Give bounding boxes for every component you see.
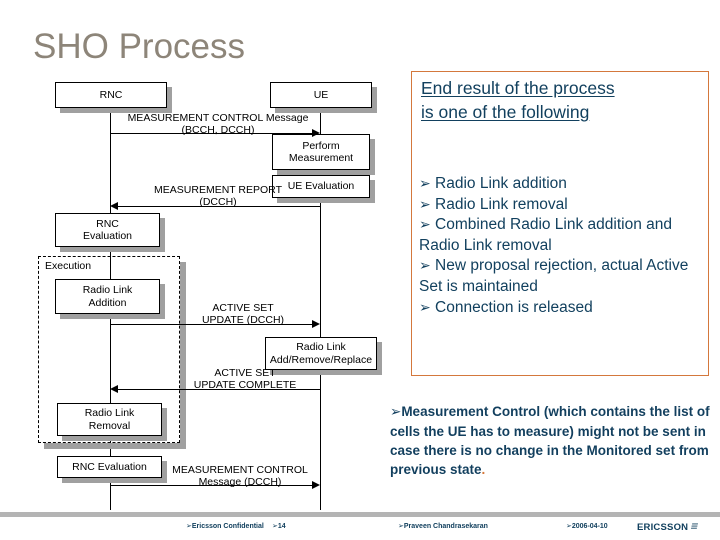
ericsson-swoosh-icon: ≡ (689, 519, 701, 533)
message-label-active-set-update-complete: ACTIVE SET UPDATE COMPLETE (175, 367, 315, 392)
message-line-active-set-update-complete (117, 389, 320, 390)
message-label-line-2: Message (DCCH) (198, 476, 282, 489)
message-arrow-measurement-control-2 (312, 481, 320, 489)
measurement-control-note: ➢Measurement Control (which contains the… (390, 402, 710, 480)
page-title: SHO Process (33, 27, 245, 66)
actor-box-rnc: RNC (55, 82, 167, 108)
footer-confidential-label: Ericsson Confidential (191, 523, 264, 530)
list-item: ➢ Connection is released (419, 298, 704, 319)
bullet-marker-icon: ➢ (419, 176, 431, 192)
callout-heading-line-1: End result of the process (421, 78, 615, 98)
list-item-label: Radio Link removal (435, 195, 568, 213)
node-rnc-evaluation-2-label: RNC Evaluation (72, 460, 147, 473)
ericsson-logo: ERICSSON≡ (637, 519, 701, 533)
message-arrow-measurement-report (110, 202, 118, 210)
lifeline-ue (320, 106, 321, 510)
node-perform-measurement-line-1: Perform (302, 139, 340, 152)
ericsson-logo-text: ERICSSON (637, 522, 689, 533)
message-label-measurement-control: MEASUREMENT CONTROL Message (BCCH, DCCH) (120, 112, 316, 137)
node-ue-evaluation: UE Evaluation (272, 175, 370, 198)
node-radio-link-arr-line-1: Radio Link (296, 341, 346, 354)
node-rnc-evaluation-2: RNC Evaluation (57, 456, 162, 478)
execution-group-label: Execution (44, 260, 93, 272)
message-label-line-1: MEASUREMENT REPORT (154, 184, 282, 196)
footer-marker-icon: ➢ (272, 522, 278, 530)
end-result-callout-box (411, 71, 709, 376)
list-item: ➢ New proposal rejection, actual Active … (419, 256, 704, 297)
footer-marker-icon: ➢ (566, 522, 572, 530)
footer-date: ➢2006-04-10 (566, 522, 608, 530)
footer-author-label: Praveen Chandrasekaran (403, 523, 488, 530)
actor-label-rnc: RNC (99, 88, 123, 101)
footer-marker-icon: ➢ (186, 522, 192, 530)
bullet-marker-icon: ➢ (419, 196, 431, 213)
message-line-measurement-control (110, 133, 315, 134)
node-radio-link-removal-line-1: Radio Link (84, 407, 135, 420)
footer-divider (0, 512, 720, 517)
callout-heading: End result of the process is one of the … (421, 76, 701, 124)
message-label-line-2: UPDATE COMPLETE (193, 379, 297, 392)
list-item-label: Radio Link addition (435, 175, 567, 192)
slide-footer: ➢Ericsson Confidential ➢14 ➢Praveen Chan… (0, 519, 720, 535)
message-label-line-2: (BCCH, DCCH) (181, 124, 255, 137)
message-arrow-measurement-control (312, 129, 320, 137)
list-item: ➢ Radio Link addition (419, 174, 704, 195)
actor-label-ue: UE (313, 88, 329, 101)
note-period: . (481, 462, 486, 478)
bullet-marker-icon: ➢ (419, 299, 431, 316)
node-perform-measurement-line-2: Measurement (288, 152, 354, 164)
callout-heading-line-2: is one of the following (421, 102, 590, 123)
message-label-line-2: UPDATE (DCCH) (201, 314, 285, 327)
node-radio-link-addition-line-1: Radio Link (82, 284, 133, 297)
node-rnc-evaluation-1-line-2: Evaluation (82, 230, 133, 242)
note-text: Measurement Control (which contains the … (390, 404, 710, 478)
message-label-line-1: ACTIVE SET (214, 367, 276, 379)
list-item-label: Combined Radio Link addition and Radio L… (419, 216, 673, 254)
list-item-label: New proposal rejection, actual Active Se… (419, 257, 689, 296)
message-label-line-2: (DCCH) (199, 196, 237, 209)
message-label-line-1: ACTIVE SET (212, 302, 274, 314)
message-line-measurement-control-2 (110, 485, 315, 486)
message-label-line-1: MEASUREMENT CONTROL Message (127, 112, 309, 124)
node-radio-link-addition-line-2: Addition (88, 296, 127, 309)
node-perform-measurement: Perform Measurement (272, 134, 370, 170)
footer-marker-icon: ➢ (398, 522, 404, 530)
message-arrow-active-set-update (312, 320, 320, 328)
note-marker-icon: ➢ (390, 404, 402, 420)
footer-date-label: 2006-04-10 (571, 523, 608, 530)
message-label-measurement-report: MEASUREMENT REPORT (DCCH) (118, 184, 318, 209)
message-label-line-1: MEASUREMENT CONTROL (172, 464, 308, 476)
node-radio-link-arr-line-2: Add/Remove/Replace (269, 353, 373, 366)
message-arrow-active-set-update-complete (110, 385, 118, 393)
execution-group (38, 256, 180, 443)
message-label-active-set-update: ACTIVE SET UPDATE (DCCH) (178, 302, 308, 327)
node-rnc-evaluation-1-line-1: RNC (96, 217, 119, 230)
footer-author: ➢Praveen Chandrasekaran (398, 522, 488, 530)
list-item: ➢ Combined Radio Link addition and Radio… (419, 215, 704, 256)
sho-sequence-diagram: Execution RNC UE MEASUREMENT CONTROL Mes… (0, 70, 410, 510)
list-item: ➢ Radio Link removal (419, 195, 704, 216)
node-radio-link-removal-line-2: Removal (88, 419, 131, 432)
node-radio-link-removal: Radio Link Removal (57, 403, 162, 436)
bullet-marker-icon: ➢ (419, 217, 431, 234)
list-item-label: Connection is released (435, 298, 593, 316)
callout-bullet-list: ➢ Radio Link addition ➢ Radio Link remov… (419, 174, 704, 318)
footer-page-number: ➢14 (272, 522, 286, 530)
message-label-measurement-control-2: MEASUREMENT CONTROL Message (DCCH) (165, 464, 315, 489)
message-line-measurement-report (117, 206, 320, 207)
node-radio-link-addition: Radio Link Addition (55, 279, 160, 314)
bullet-marker-icon: ➢ (419, 258, 431, 275)
node-rnc-evaluation-1: RNC Evaluation (55, 213, 160, 247)
message-line-active-set-update (110, 324, 315, 325)
actor-box-ue: UE (270, 82, 372, 108)
node-radio-link-add-remove-replace: Radio Link Add/Remove/Replace (265, 337, 377, 370)
footer-page-label: 14 (277, 523, 286, 530)
footer-confidential: ➢Ericsson Confidential (186, 522, 264, 530)
node-ue-evaluation-label: UE Evaluation (287, 180, 355, 193)
